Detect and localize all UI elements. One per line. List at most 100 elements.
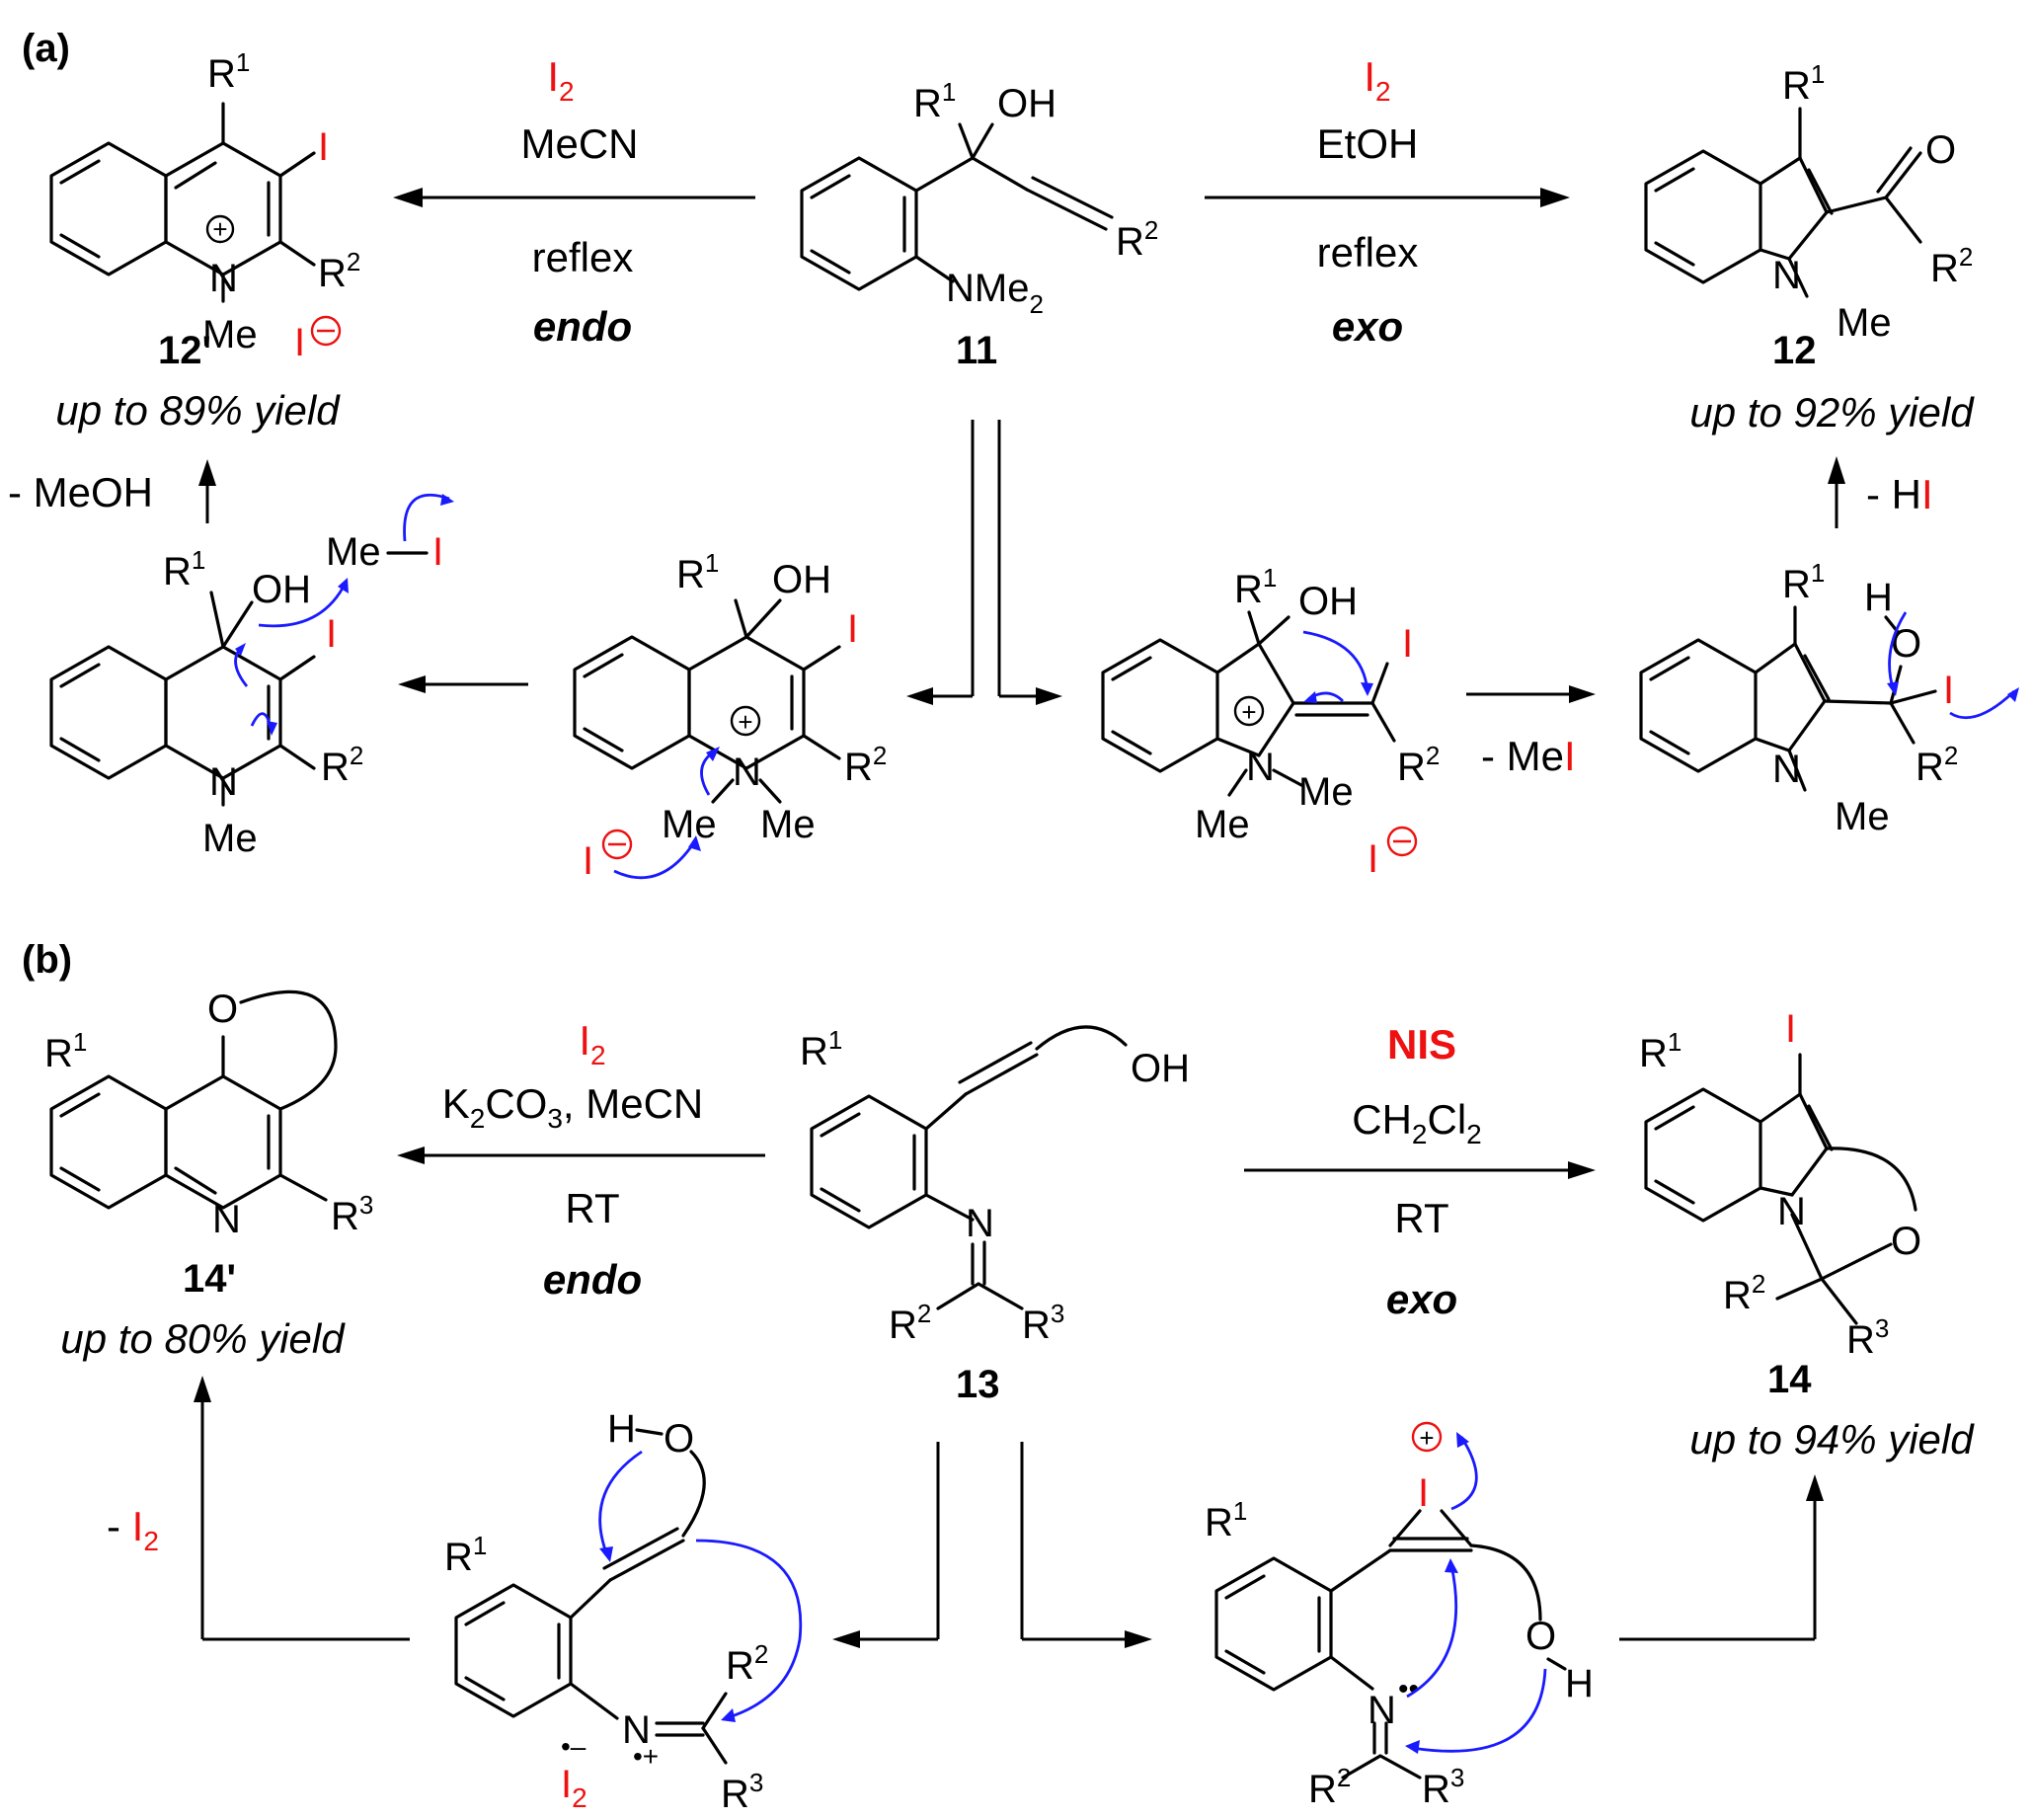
plus-charge: +	[738, 707, 752, 737]
iodine-methyl-iodide: I	[432, 530, 443, 574]
electron-arrow	[695, 1539, 803, 1720]
compound-13: R1 OH N R2 R3 13	[800, 1025, 1190, 1406]
oh-label: OH	[772, 558, 831, 601]
temp-rt-right: RT	[1394, 1195, 1448, 1241]
r3-label: R3	[1846, 1313, 1889, 1362]
r1-label: R1	[1234, 563, 1277, 611]
intermediate-dihydroquinoline: R1 OH I R2 N Me Me I	[49, 493, 454, 860]
reagent-i2-b: I2	[579, 1017, 605, 1070]
iodine-label: I	[318, 125, 329, 169]
electron-arrow	[1450, 1436, 1478, 1511]
iodide-label: I	[294, 321, 305, 364]
me-label: Me	[662, 803, 717, 846]
panel-a-label: (a)	[22, 27, 70, 70]
loss-i2: - I2	[107, 1503, 159, 1556]
r1-label: R1	[1782, 59, 1825, 108]
mode-exo-b: exo	[1386, 1276, 1457, 1322]
iodine-label: I	[1785, 1007, 1796, 1051]
r2-label: R2	[1308, 1763, 1351, 1811]
panel-b-label: (b)	[22, 938, 72, 982]
n-label: N	[1777, 1190, 1806, 1233]
compound-number-12-prime: 12'	[158, 329, 211, 372]
n-label: N	[733, 751, 761, 794]
r2-label: R2	[1723, 1269, 1765, 1317]
iodine-label: I	[1402, 622, 1413, 666]
mode-endo-a: endo	[533, 303, 632, 350]
r1-label: R1	[676, 548, 719, 596]
oh-label: OH	[997, 82, 1056, 125]
lone-pair: ••	[1398, 1673, 1419, 1705]
r2-label: R2	[1930, 242, 1973, 290]
n-label: N	[1246, 746, 1275, 789]
reagent-i2-right: I2	[1364, 53, 1390, 107]
me-label-2: Me	[1298, 770, 1354, 814]
arrow-a-left: I2 MeCN reflex endo	[393, 53, 755, 350]
r2-label: R2	[318, 247, 360, 295]
oh-label: OH	[252, 568, 311, 611]
oh-label: OH	[1298, 580, 1358, 623]
iodonium-label: I	[1418, 1471, 1429, 1515]
me-label: Me	[202, 313, 258, 356]
r2-label: R2	[1397, 741, 1440, 789]
n-label: N	[966, 1202, 994, 1245]
r1-label: R1	[163, 545, 205, 593]
r2-label: R2	[889, 1299, 931, 1347]
reagent-nis: NIS	[1387, 1021, 1456, 1068]
temp-reflex-right: reflex	[1317, 229, 1419, 276]
plus-charge: +	[1241, 697, 1256, 727]
intermediate-indole-carbinol: R1 H O I R2 N Me	[1639, 558, 2019, 838]
r2-label: R2	[321, 741, 363, 789]
electron-arrow	[598, 1450, 643, 1556]
compound-number-12: 12	[1772, 329, 1817, 372]
plus-charge: +	[212, 214, 227, 244]
n-label: N	[212, 1198, 241, 1241]
reagent-i2-left: I2	[547, 53, 574, 107]
mode-endo-b: endo	[543, 1256, 642, 1303]
me-label: Me	[1835, 795, 1890, 838]
intermediate-b-right: I + R1 N •• O H R2 R3	[1205, 1421, 1594, 1811]
r1-label: R1	[207, 47, 250, 96]
iodine-radical-anion: I2	[561, 1763, 587, 1813]
compound-number-14: 14	[1767, 1358, 1812, 1401]
n-label: N	[1772, 748, 1801, 791]
h-label: H	[1864, 576, 1893, 619]
r2-label: R2	[1116, 215, 1158, 264]
me-label: Me	[202, 817, 258, 860]
o-label: O	[1891, 622, 1921, 666]
yield-12-prime: up to 89% yield	[55, 387, 341, 434]
o-label: O	[1891, 1220, 1921, 1263]
base-solvent: K2CO3, MeCN	[442, 1080, 704, 1134]
n-label: N	[1368, 1689, 1396, 1732]
temp-reflex-left: reflex	[532, 234, 634, 280]
n-label: N	[622, 1708, 651, 1752]
me-label-2: Me	[760, 803, 816, 846]
r3-label: R3	[1422, 1763, 1464, 1811]
r1-label: R1	[800, 1025, 842, 1073]
o-label: O	[1925, 128, 1956, 172]
iodine-label: I	[326, 612, 337, 656]
arrow-a-up-right: - HI	[1828, 456, 1933, 528]
compound-number-14-prime: 14'	[183, 1257, 236, 1301]
electron-arrow	[1302, 630, 1369, 692]
loss-hi: - HI	[1866, 471, 1933, 517]
compound-12: R1 O R2 N Me 12 up to 92% yield	[1644, 59, 1975, 435]
r1-label: R1	[1639, 1027, 1681, 1075]
r2-label: R2	[726, 1639, 768, 1688]
intermediate-b-left: H O R1 N •+ R2 R3 I2 •–	[444, 1407, 803, 1816]
compound-14-prime: O R1 N R3 14' up to 80% yield	[44, 988, 373, 1362]
solvent-mecn: MeCN	[520, 120, 638, 167]
o-label: O	[664, 1417, 694, 1461]
mode-exo-a: exo	[1332, 303, 1403, 350]
radical-anion-mark: •–	[561, 1731, 586, 1762]
arrow-b-right: NIS CH2Cl2 RT exo	[1244, 1021, 1596, 1322]
compound-11: R1 OH R2 NMe2 11	[800, 77, 1158, 372]
arrow-a-mid-left	[398, 675, 528, 693]
o-label: O	[207, 988, 238, 1031]
loss-mei: - MeI	[1481, 733, 1576, 779]
arrow-b-up-left: - I2	[107, 1376, 410, 1641]
iodide-label: I	[1368, 837, 1378, 881]
r1-label: R1	[913, 77, 956, 125]
methyl-label: Me	[326, 530, 381, 574]
r1-label: R1	[44, 1027, 87, 1075]
